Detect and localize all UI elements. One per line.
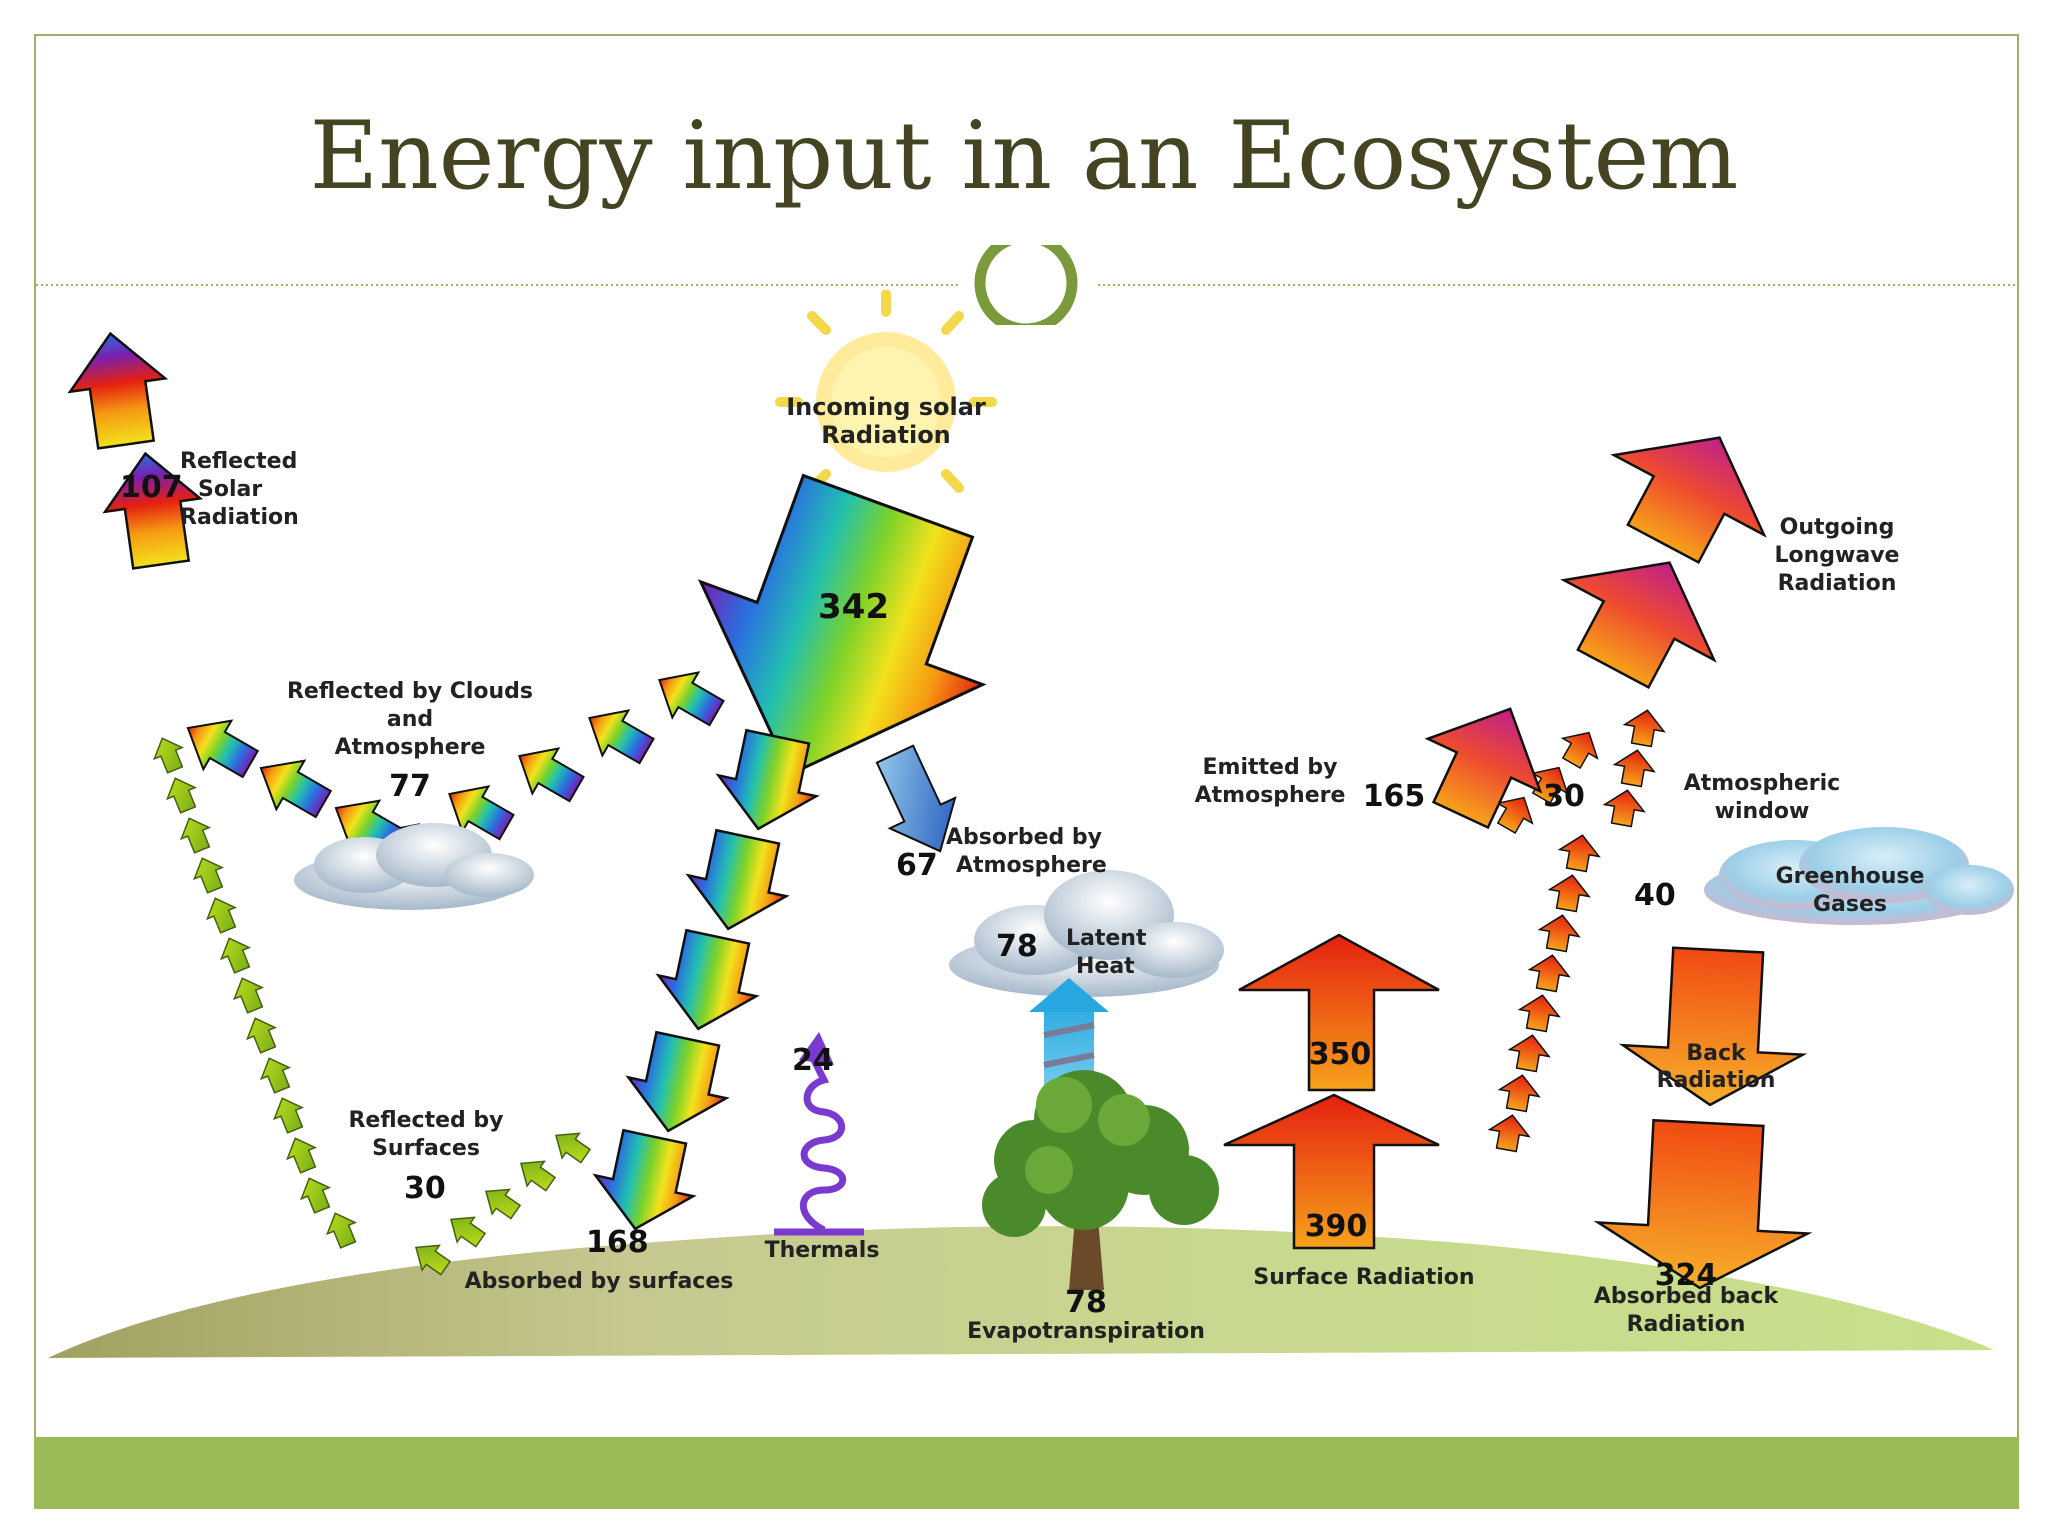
back-radiation-label-1: Back: [1686, 1041, 1747, 1066]
atmospheric-window-value: 30: [1543, 779, 1585, 814]
reflected-solar-label-3: Radiation: [180, 505, 299, 530]
clouds-label-3: Atmosphere: [335, 735, 486, 760]
emitted-atmosphere-label-1: Emitted by: [1203, 755, 1338, 780]
title-ornament-circle: [974, 245, 1078, 325]
absorbed-back-label-2: Radiation: [1627, 1312, 1746, 1337]
surface-radiation-arrows: [1223, 933, 1440, 1250]
thermals-label: Thermals: [765, 1238, 880, 1263]
greenhouse-gases-cloud: [1704, 827, 2014, 925]
absorbed-atmosphere-value: 67: [896, 848, 938, 883]
incoming-solar-label-2: Radiation: [821, 421, 951, 449]
ground-hill: [48, 1226, 1994, 1358]
absorbed-atmosphere-label-2: Atmosphere: [956, 853, 1107, 878]
evapotranspiration-value: 78: [1065, 1285, 1107, 1320]
outgoing-longwave-label-2: Longwave: [1775, 543, 1900, 568]
absorbed-back-label-1: Absorbed back: [1594, 1284, 1780, 1309]
cloud-reflection-arrow-chain: [186, 719, 408, 859]
greenhouse-value: 40: [1634, 878, 1676, 913]
reflected-solar-label-2: Solar: [198, 477, 262, 502]
reflected-solar-value: 107: [120, 470, 183, 505]
back-radiation-label-2: Radiation: [1657, 1068, 1776, 1093]
back-radiation-arrows: [1593, 946, 1813, 1290]
absorbed-atmosphere-arrow: [875, 744, 957, 853]
surface-radiation-arrow-390: [1223, 1093, 1440, 1250]
surface-to-space-green-arrows: [153, 737, 358, 1249]
surfaces-label-2: Surfaces: [372, 1136, 480, 1161]
surface-radiation-upper-value: 350: [1309, 1037, 1372, 1072]
absorbed-atmosphere-label-1: Absorbed by: [946, 825, 1102, 850]
thermals-spiral-icon: [774, 1032, 864, 1236]
surfaces-label-1: Reflected by: [348, 1108, 503, 1133]
emitted-atmosphere-arrow: [1424, 707, 1543, 830]
reflected-by-surfaces-arrows: [415, 1132, 592, 1276]
latent-heat-label-1: Latent: [1066, 926, 1147, 951]
left-cloud: [294, 823, 534, 910]
surface-radiation-arrow-350: [1238, 933, 1440, 1092]
atmospheric-window-arrows: [1487, 709, 1666, 1153]
reflected-solar-label-1: Reflected: [180, 449, 297, 474]
absorbed-back-value: 324: [1655, 1258, 1718, 1293]
atmospheric-window-label-2: window: [1715, 799, 1810, 824]
evapotranspiration-label: Evapotranspiration: [967, 1319, 1205, 1344]
clouds-label-2: and: [387, 707, 433, 732]
greenhouse-gases-label-1: Greenhouse: [1776, 864, 1925, 889]
absorbed-surfaces-value: 168: [586, 1225, 649, 1260]
latent-heat-cloud: [949, 870, 1224, 997]
incoming-solar-label: Incoming solar: [786, 393, 986, 421]
sun-icon: [775, 290, 997, 493]
energy-diagram: Incoming solar Radiation 342 107 Reflect…: [48, 290, 2014, 1358]
tree-icon: [982, 1070, 1219, 1290]
emitted-atmosphere-label-2: Atmosphere: [1195, 783, 1346, 808]
greenhouse-gases-label-2: Gases: [1813, 892, 1887, 917]
atmospheric-window-label-1: Atmospheric: [1684, 771, 1840, 796]
emitted-atmosphere-value: 165: [1363, 779, 1426, 814]
incoming-solar-value: 342: [818, 587, 889, 627]
absorbed-surfaces-label: Absorbed by surfaces: [465, 1269, 734, 1294]
surface-radiation-label: Surface Radiation: [1253, 1265, 1474, 1290]
clouds-value: 77: [389, 769, 431, 804]
outgoing-longwave-label-1: Outgoing: [1780, 515, 1895, 540]
footer-accent-bar: [34, 1437, 2019, 1509]
reflected-solar-arrows: [67, 331, 204, 570]
clouds-label-1: Reflected by Clouds: [287, 679, 533, 704]
outgoing-longwave-arrows: [1560, 436, 1767, 690]
slide-title: Energy input in an Ecosystem: [309, 102, 1739, 211]
thermals-value: 24: [792, 1043, 834, 1078]
outgoing-longwave-label-3: Radiation: [1778, 571, 1897, 596]
incoming-solar-arrow: [697, 473, 987, 777]
header-divider: [36, 245, 2017, 325]
absorbed-surface-arrow-chain: [592, 728, 820, 1231]
surface-radiation-lower-value: 390: [1305, 1209, 1368, 1244]
latent-heat-value: 78: [996, 929, 1038, 964]
latent-heat-label-2: Heat: [1076, 954, 1135, 979]
surfaces-value: 30: [404, 1171, 446, 1206]
